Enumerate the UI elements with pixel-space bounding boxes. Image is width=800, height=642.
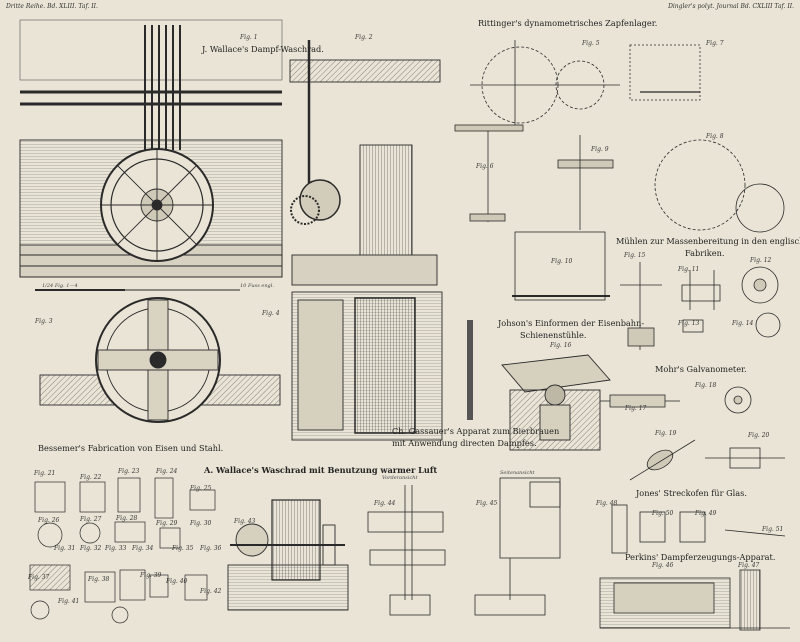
fig-label-37: Fig. 37 xyxy=(28,574,50,581)
fig-label-19: Fig. 19 xyxy=(655,430,677,437)
fig-label-2: Fig. 2 xyxy=(355,34,373,41)
fig-label-7: Fig. 7 xyxy=(706,40,724,47)
title-wallace-steam-wheel: J. Wallace's Dampf-Waschrad. xyxy=(202,44,324,54)
drawing-fig1-wash-wheel xyxy=(19,19,283,291)
fig-label-16: Fig. 16 xyxy=(550,342,572,349)
fig-label-35: Fig. 35 xyxy=(172,545,194,552)
fig-label-29: Fig. 29 xyxy=(156,520,178,527)
title-rittinger: Rittinger's dynamometrisches Zapfenlager… xyxy=(478,18,658,28)
fig-label-18: Fig. 18 xyxy=(695,382,717,389)
drawing-mohr-galvanometer xyxy=(600,386,785,481)
plate-header-left: Dritte Reihe. Bd. XLIII. Taf. II. xyxy=(6,3,98,10)
fig-label-33: Fig. 33 xyxy=(105,545,127,552)
fig-label-28: Fig. 28 xyxy=(116,515,138,522)
label-vorderansicht: Vorderansicht xyxy=(382,475,418,481)
title-perkins: Perkins' Dampferzeugungs-Apparat. xyxy=(625,552,776,562)
fig-label-31: Fig. 31 xyxy=(54,545,76,552)
drawing-bessemer xyxy=(29,477,216,624)
fig-label-25: Fig. 25 xyxy=(190,485,212,492)
fig-label-21: Fig. 21 xyxy=(34,470,56,477)
title-muehlen-line1: Mühlen zur Massenbereitung in den englis… xyxy=(616,236,800,246)
fig-label-11: Fig. 11 xyxy=(678,266,700,273)
fig-label-38: Fig. 38 xyxy=(88,576,110,583)
plate-header-right: Dingler's polyt. Journal Bd. CXLIII Taf.… xyxy=(668,3,794,10)
fig-label-12: Fig. 12 xyxy=(750,257,772,264)
fig-label-49: Fig. 49 xyxy=(695,510,717,517)
fig-label-6: Fig. 6 xyxy=(476,163,494,170)
fig-label-36: Fig. 36 xyxy=(200,545,222,552)
title-mohr: Mohr's Galvanometer. xyxy=(655,364,747,374)
drawing-mills xyxy=(620,262,781,350)
fig-label-8: Fig. 8 xyxy=(706,133,724,140)
drawing-rittinger-bearing xyxy=(454,40,785,301)
fig-label-22: Fig. 22 xyxy=(80,474,102,481)
fig-label-39: Fig. 39 xyxy=(140,572,162,579)
title-gassauer-line1: Ch. Gassauer's Apparat zum Bierbrauen xyxy=(392,426,560,436)
fig-label-51: Fig. 51 xyxy=(762,526,784,533)
fig-label-13: Fig. 13 xyxy=(678,320,700,327)
fig-label-32: Fig. 32 xyxy=(80,545,102,552)
drawing-fig3-wheel-section xyxy=(39,297,281,423)
fig-label-41: Fig. 41 xyxy=(58,598,80,605)
fig-label-4: Fig. 4 xyxy=(262,310,280,317)
fig-label-45: Fig. 45 xyxy=(476,500,498,507)
scale-label-left: 1/24 Fig. 1—4 xyxy=(42,283,78,289)
fig-label-46: Fig. 46 xyxy=(652,562,674,569)
fig-label-30: Fig. 30 xyxy=(190,520,212,527)
fig-label-27: Fig. 27 xyxy=(80,516,102,523)
fig-label-26: Fig. 26 xyxy=(38,517,60,524)
fig-label-9: Fig. 9 xyxy=(591,146,609,153)
fig-label-3: Fig. 3 xyxy=(35,318,53,325)
scale-label-right: 10 Fuss engl. xyxy=(240,283,274,289)
fig-label-34: Fig. 34 xyxy=(132,545,154,552)
drawing-fig16-moulding-machine xyxy=(501,354,611,451)
title-jones: Jones' Streckofen für Glas. xyxy=(636,488,747,498)
drawing-fig2-fig4-drum xyxy=(289,40,473,441)
title-wallace-warm-air: A. Wallace's Waschrad mit Benutzung warm… xyxy=(204,465,438,475)
title-johnson-line2: Schienenstühle. xyxy=(520,330,587,340)
title-bessemer: Bessemer's Fabrication von Eisen und Sta… xyxy=(38,443,224,453)
fig-label-20: Fig. 20 xyxy=(748,432,770,439)
fig-label-48: Fig. 48 xyxy=(596,500,618,507)
fig-label-43: Fig. 43 xyxy=(234,518,256,525)
fig-label-23: Fig. 23 xyxy=(118,468,140,475)
fig-label-14: Fig. 14 xyxy=(732,320,754,327)
fig-label-10: Fig. 10 xyxy=(551,258,573,265)
title-johnson-line1: Johson's Einformen der Eisenbahn- xyxy=(498,318,645,328)
drawing-jones-perkins xyxy=(599,504,790,631)
fig-label-15: Fig. 15 xyxy=(624,252,646,259)
fig-label-40: Fig. 40 xyxy=(166,578,188,585)
fig-label-24: Fig. 24 xyxy=(156,468,178,475)
fig-label-50: Fig. 50 xyxy=(652,510,674,517)
drawing-fig44-fig45-brewing xyxy=(367,477,561,616)
title-gassauer-line2: mit Anwendung directen Dampfes. xyxy=(392,438,537,448)
drawing-fig43-wheel-warm-air xyxy=(227,499,349,611)
fig-label-17: Fig. 17 xyxy=(625,405,647,412)
fig-label-44: Fig. 44 xyxy=(374,500,396,507)
title-muehlen-line2: Fabriken. xyxy=(685,248,725,258)
fig-label-42: Fig. 42 xyxy=(200,588,222,595)
fig-label-1: Fig. 1 xyxy=(240,34,258,41)
fig-label-5: Fig. 5 xyxy=(582,40,600,47)
fig-label-47: Fig. 47 xyxy=(738,562,760,569)
label-seitenansicht: Seitenansicht xyxy=(500,470,535,476)
